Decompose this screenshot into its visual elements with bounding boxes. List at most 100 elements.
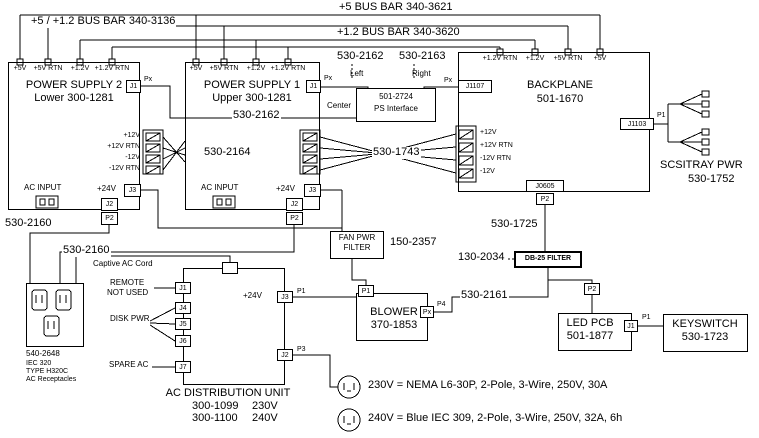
backplane-j1107-connector: J1107 bbox=[458, 80, 492, 93]
keyswitch-title: KEYSWITCH bbox=[672, 318, 738, 330]
adu-box bbox=[183, 268, 285, 385]
adu-j7-connector: J7 bbox=[175, 361, 191, 373]
led-pcb-box bbox=[558, 313, 632, 351]
backplane-p1-label: P1 bbox=[657, 112, 666, 119]
ps1-j1-connector: J1 bbox=[306, 80, 321, 93]
backplane-dc-label: +12V bbox=[480, 129, 497, 136]
ps1-px-label: Px bbox=[324, 75, 333, 82]
ps2-ac-input-label: AC INPUT bbox=[24, 183, 62, 192]
blower-px-connector: Px bbox=[420, 306, 434, 318]
ps2-pin-label: +1.2V RTN bbox=[94, 65, 130, 72]
cable-label-530-2162: 530-2162 bbox=[336, 50, 385, 63]
ps1-ac-input-label: AC INPUT bbox=[201, 183, 239, 192]
ps2-pin-label: +5V RTN bbox=[33, 65, 63, 72]
cable-label-530-2160-a: 530-2160 bbox=[4, 217, 53, 230]
ps2-p2-connector: P2 bbox=[101, 212, 118, 225]
ps1-j3-connector: J3 bbox=[304, 184, 321, 197]
adu-p1-label: P1 bbox=[296, 288, 307, 296]
ps2-dc-label: +12V bbox=[123, 132, 140, 139]
adu-leader-lines bbox=[149, 287, 176, 368]
fan-power-wires bbox=[141, 189, 367, 388]
backplane-title: BACKPLANE bbox=[526, 79, 594, 91]
backplane-pin-label: +1.2V RTN bbox=[482, 55, 518, 62]
backplane-dc-label: -12V bbox=[480, 168, 495, 175]
backplane-pin-label: +5V bbox=[593, 55, 607, 62]
led-pcb-p1-label: P1 bbox=[642, 314, 651, 321]
blower-p4-label: P4 bbox=[437, 301, 446, 308]
blower-title: BLOWER bbox=[370, 306, 418, 318]
cable-label-530-2163: 530-2163 bbox=[398, 50, 447, 63]
ps1-box bbox=[185, 62, 320, 210]
note-240v: 240V = Blue IEC 309, 2-Pole, 3-Wire, 250… bbox=[368, 412, 623, 424]
db25-filter-label: DB-25 FILTER bbox=[524, 255, 572, 262]
ps1-pin-label: +1.2V RTN bbox=[270, 65, 306, 72]
receptacles-part: 540-2648 bbox=[26, 349, 60, 358]
iec-plug-icon bbox=[337, 408, 361, 432]
backplane-part: 501-1670 bbox=[536, 93, 584, 105]
backplane-j0605-connector: J0605 bbox=[526, 180, 564, 192]
adu-title: AC DISTRIBUTION UNIT bbox=[165, 387, 291, 399]
nema-plug-icon bbox=[337, 375, 361, 399]
cable-label-530-1743: 530-1743 bbox=[372, 146, 421, 159]
adu-remote-label-2: NOT USED bbox=[107, 288, 149, 297]
backplane-dc-label: +12V RTN bbox=[480, 142, 513, 149]
blower-p1-connector: P1 bbox=[358, 285, 374, 297]
scsi-tray-title: SCSITRAY PWR bbox=[660, 159, 743, 171]
led-pcb-j1-connector: J1 bbox=[624, 320, 638, 332]
adu-remote-label-1: REMOTE bbox=[110, 278, 145, 287]
ps2-j1-connector: J1 bbox=[126, 80, 141, 93]
ps-interface-part: 501-2724 bbox=[379, 92, 413, 101]
interface-right-label: Right bbox=[412, 69, 431, 78]
led-pcb-title: LED PCB bbox=[566, 317, 614, 329]
adu-j6-connector: J6 bbox=[175, 335, 191, 347]
receptacles-std: IEC 320 bbox=[26, 360, 52, 367]
receptacles-name: AC Receptacles bbox=[26, 376, 77, 383]
adu-j2-connector: J2 bbox=[277, 349, 293, 361]
keyswitch-part: 530-1723 bbox=[681, 331, 729, 343]
adu-j1-connector: J1 bbox=[175, 282, 191, 294]
db25-chain-wires bbox=[434, 205, 663, 327]
adu-model-230: 300-1099 bbox=[192, 400, 239, 412]
ps1-pin-label: +1.2V bbox=[246, 65, 266, 72]
ps1-p2-connector: P2 bbox=[286, 212, 303, 225]
blower-part: 370-1853 bbox=[370, 319, 418, 331]
ps-interface-box bbox=[356, 88, 436, 122]
note-230v: 230V = NEMA L6-30P, 2-Pole, 3-Wire, 250V… bbox=[368, 379, 608, 391]
backplane-j1103-connector: J1103 bbox=[620, 118, 654, 130]
cable-label-530-2161: 530-2161 bbox=[460, 289, 509, 302]
adu-ac-inlet-connector bbox=[222, 262, 238, 274]
backplane-px-label: Px bbox=[444, 77, 453, 84]
backplane-pin-label: +5V RTN bbox=[553, 55, 583, 62]
adu-24v-label: +24V bbox=[243, 291, 262, 300]
ps2-dc-label: -12V bbox=[125, 154, 140, 161]
adu-volt-230: 230V bbox=[252, 400, 278, 412]
ps2-dc-label: +12V RTN bbox=[107, 143, 140, 150]
adu-j5-connector: J5 bbox=[175, 318, 191, 330]
adu-p3-label: P3 bbox=[296, 346, 307, 354]
fan-pwr-filter-box bbox=[330, 231, 384, 259]
led-pcb-part: 501-1877 bbox=[566, 330, 614, 342]
adu-j3-connector: J3 bbox=[277, 291, 293, 303]
ps2-pin-label: +1.2V bbox=[70, 65, 90, 72]
bus-bar-label-5v: +5 BUS BAR 340-3621 bbox=[338, 1, 454, 14]
ps2-subtitle: Lower 300-1281 bbox=[34, 92, 114, 104]
receptacles-type: TYPE H320C bbox=[26, 368, 69, 375]
adu-spare-ac-label: SPARE AC bbox=[109, 360, 149, 369]
ps2-j2-connector: J2 bbox=[101, 198, 118, 211]
ps1-pin-label: +5V RTN bbox=[209, 65, 239, 72]
ps2-j3-connector: J3 bbox=[124, 184, 141, 197]
cable-label-150-2357: 150-2357 bbox=[390, 236, 437, 248]
ps2-box bbox=[8, 62, 140, 210]
cable-label-530-2160-b: 530-2160 bbox=[62, 244, 111, 257]
ac-inlet-icon bbox=[35, 195, 236, 209]
ps1-pin-label: +5V bbox=[189, 65, 203, 72]
ac-receptacles-box bbox=[26, 283, 84, 347]
cable-label-530-1725: 530-1725 bbox=[490, 218, 539, 231]
dc-harness-connector-icon bbox=[142, 125, 477, 183]
ac-outlet-icon bbox=[31, 289, 72, 337]
ps2-dc-label: -12V RTN bbox=[109, 165, 140, 172]
cable-label-530-2164: 530-2164 bbox=[203, 146, 252, 159]
ps1-j2-connector: J2 bbox=[286, 198, 303, 211]
ps2-title: POWER SUPPLY 2 bbox=[25, 79, 123, 91]
